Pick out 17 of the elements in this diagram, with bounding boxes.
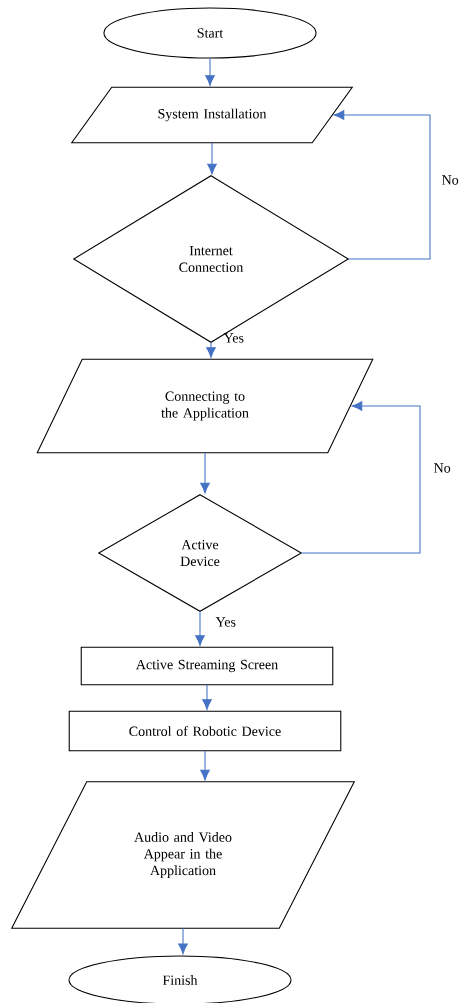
edge-label: No — [434, 463, 451, 473]
arrow — [205, 58, 215, 86]
edge-label: Yes — [215, 617, 236, 627]
arrow — [178, 927, 188, 955]
arrow — [207, 142, 217, 175]
arrow — [202, 684, 212, 710]
arrow — [206, 341, 216, 358]
edge-label: No — [442, 175, 459, 185]
arrow — [195, 610, 205, 646]
arrow — [333, 110, 431, 260]
arrow — [300, 401, 421, 554]
edge-label: Yes — [223, 333, 244, 343]
arrow — [200, 750, 210, 781]
process-box: Active Streaming Screen — [80, 646, 334, 686]
data-parallelogram: Connecting to the Application — [36, 358, 374, 454]
process-box: Control of Robotic Device — [68, 710, 342, 752]
arrow — [200, 452, 210, 494]
